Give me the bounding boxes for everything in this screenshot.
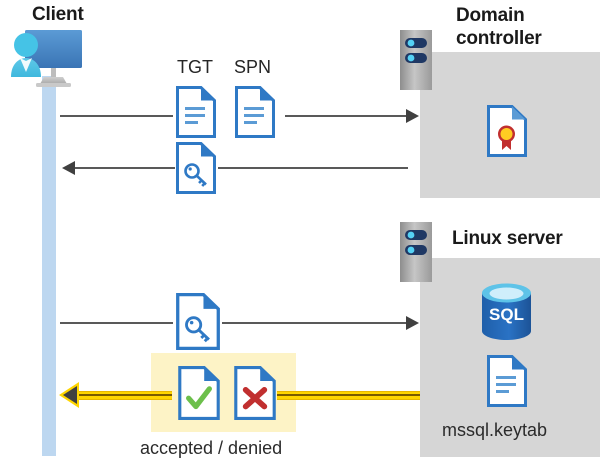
ticket-return-line-segment-right xyxy=(218,167,408,169)
client-lifeline xyxy=(42,76,56,456)
request-line-segment-left xyxy=(60,115,173,117)
page-title-domain-controller-line2: controller xyxy=(456,28,542,49)
label-keytab-filename: mssql.keytab xyxy=(442,420,548,440)
response-ribbon-segment-left xyxy=(76,391,172,400)
service-request-arrowhead xyxy=(406,316,419,330)
label-accepted-denied: accepted / denied xyxy=(140,438,283,458)
response-ribbon-arrowhead-inner xyxy=(63,386,77,404)
response-ribbon-segment-right xyxy=(277,391,420,400)
client-user-monitor-icon xyxy=(6,22,92,94)
document-certificate-icon xyxy=(487,105,527,157)
ticket-return-arrowhead xyxy=(62,161,75,175)
ticket-return-line-segment-left xyxy=(75,167,175,169)
sql-database-icon: SQL xyxy=(478,282,535,342)
label-tgt: TGT xyxy=(177,57,213,77)
document-key-icon-ticket-mid xyxy=(176,293,220,350)
document-cross-icon-denied xyxy=(234,366,276,420)
server-rack-icon-domain-controller xyxy=(400,30,432,90)
page-title-domain-controller-line1: Domain xyxy=(456,5,525,26)
document-icon-keytab xyxy=(487,355,527,407)
request-arrowhead xyxy=(406,109,419,123)
document-icon-tgt xyxy=(176,86,216,138)
server-rack-icon-linux-server xyxy=(400,222,432,282)
document-icon-spn xyxy=(235,86,275,138)
request-line-segment-right xyxy=(285,115,407,117)
page-title-linux-server: Linux server xyxy=(452,228,563,249)
document-checkmark-icon-accepted xyxy=(178,366,220,420)
service-request-line-segment-right xyxy=(222,322,407,324)
service-request-line-segment-left xyxy=(60,322,173,324)
svg-text:SQL: SQL xyxy=(489,305,524,324)
document-key-icon-ticket-top xyxy=(176,142,216,194)
page-title-client: Client xyxy=(32,4,84,25)
label-spn: SPN xyxy=(234,57,272,77)
